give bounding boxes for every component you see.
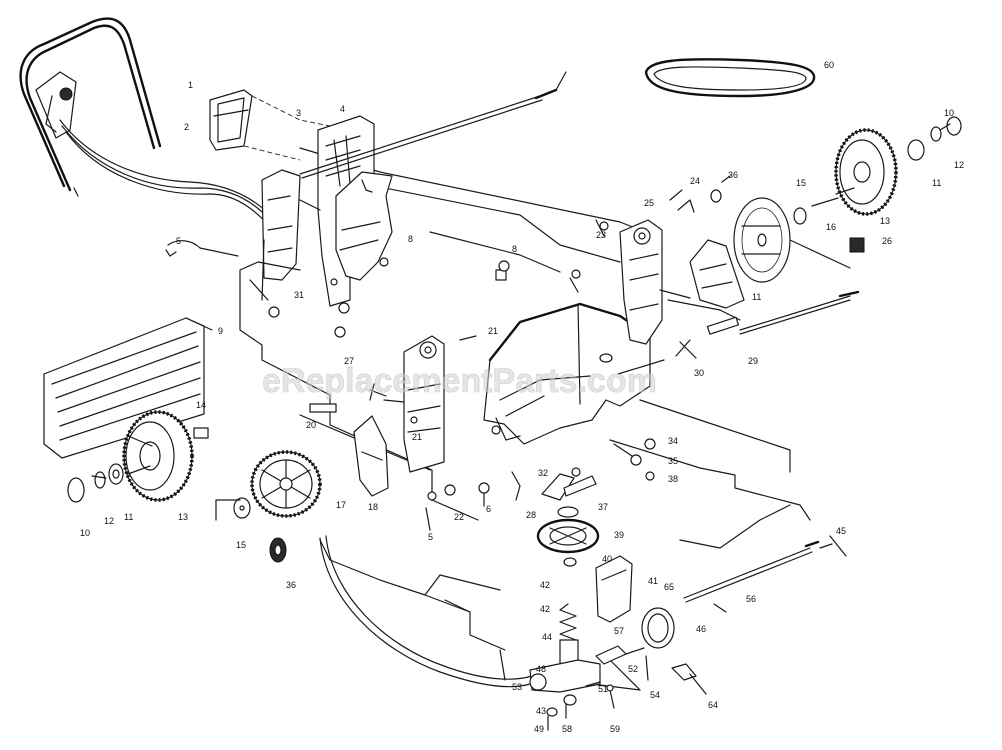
callout-34: 34 [668, 436, 678, 446]
callout-38: 38 [668, 474, 678, 484]
callout-10b: 10 [944, 108, 954, 118]
callout-3: 3 [296, 108, 301, 118]
callout-52: 52 [628, 664, 638, 674]
callout-24: 24 [690, 176, 700, 186]
callout-12a: 12 [104, 516, 114, 526]
drive-cover-housing [483, 302, 652, 445]
bracket-2 [209, 89, 331, 161]
callout-35: 35 [668, 456, 678, 466]
callout-60: 60 [824, 60, 834, 70]
hubcap [67, 477, 85, 503]
callout-10a: 10 [80, 528, 90, 538]
callout-21b: 21 [412, 432, 422, 442]
callout-59: 59 [610, 724, 620, 734]
hardware-small [268, 219, 697, 531]
callout-39: 39 [614, 530, 624, 540]
wheel-left-rear [122, 410, 194, 502]
watermark-text: eReplacementParts.com [262, 362, 657, 400]
callout-9: 9 [218, 326, 223, 336]
drive-belt [644, 58, 816, 98]
callout-42a: 42 [540, 580, 550, 590]
drive-cable-lower [319, 535, 533, 688]
callout-51: 51 [598, 684, 608, 694]
left-deck-brackets [309, 335, 445, 497]
callout-64: 64 [708, 700, 718, 710]
callout-56: 56 [746, 594, 756, 604]
callout-30: 30 [694, 368, 704, 378]
callout-16: 16 [826, 222, 836, 232]
callout-labels: 1 2 3 4 5 5 6 9 10 10 11 11 11 12 12 13 … [80, 60, 964, 734]
drive-wheel-left [215, 450, 322, 563]
cable-right [659, 289, 860, 335]
callout-25: 25 [644, 198, 654, 208]
callout-45: 45 [836, 526, 846, 536]
slot-plate [309, 403, 337, 413]
callout-22: 22 [454, 512, 464, 522]
callout-26: 26 [882, 236, 892, 246]
callout-27: 27 [344, 356, 354, 366]
washer-15 [233, 497, 251, 519]
callout-36: 36 [286, 580, 296, 590]
callout-41: 41 [648, 576, 658, 586]
callout-36b: 36 [728, 170, 738, 180]
callout-49: 49 [534, 724, 544, 734]
callout-21a: 21 [488, 326, 498, 336]
callout-46: 46 [696, 624, 706, 634]
callout-13b: 13 [880, 216, 890, 226]
callout-54: 54 [650, 690, 660, 700]
callout-29: 29 [748, 356, 758, 366]
callout-11b: 11 [932, 178, 941, 188]
callout-15a: 15 [236, 540, 246, 550]
callout-65: 65 [664, 582, 674, 592]
callout-43: 43 [536, 706, 546, 716]
callout-23: 23 [596, 230, 606, 240]
callout-6: 6 [486, 504, 491, 514]
callout-5b: 5 [428, 532, 433, 542]
handle-assembly [19, 17, 301, 301]
gear-26 [849, 237, 865, 253]
callout-32: 32 [538, 468, 548, 478]
callout-12b: 12 [954, 160, 964, 170]
right-bracket [619, 189, 745, 345]
callout-57: 57 [614, 626, 624, 636]
drive-pulley-right [733, 197, 851, 283]
callout-11c: 11 [752, 292, 761, 302]
callout-4: 4 [340, 104, 345, 114]
callout-5a: 5 [176, 236, 181, 246]
callout-13a: 13 [178, 512, 188, 522]
callout-11a: 11 [124, 512, 133, 522]
lower-handle [261, 169, 301, 281]
callout-1: 1 [188, 80, 193, 90]
callout-2: 2 [184, 122, 189, 132]
callout-53: 53 [512, 682, 522, 692]
wheel-left-hardware [67, 427, 209, 503]
callout-8b: 8 [512, 244, 517, 254]
callout-15b: 15 [796, 178, 806, 188]
control-cable-upper [299, 71, 567, 179]
washer-15-right [793, 207, 807, 225]
callout-37: 37 [598, 502, 608, 512]
callout-14: 14 [196, 400, 206, 410]
callout-42b: 42 [540, 604, 550, 614]
callout-18: 18 [368, 502, 378, 512]
callout-58: 58 [562, 724, 572, 734]
wheel-right-rear [710, 116, 962, 253]
callout-17: 17 [336, 500, 346, 510]
lower-drive-assembly [529, 438, 847, 731]
callout-8: 8 [408, 234, 413, 244]
control-knob [59, 87, 73, 101]
callout-40: 40 [602, 554, 612, 564]
axle-bolt [193, 427, 209, 439]
callout-31: 31 [294, 290, 304, 300]
height-adjuster-plate [403, 335, 445, 473]
callout-20: 20 [306, 420, 316, 430]
callout-28: 28 [526, 510, 536, 520]
callout-44: 44 [542, 632, 552, 642]
transmission [689, 239, 745, 309]
callout-48: 48 [536, 664, 546, 674]
top-cover [335, 171, 393, 281]
